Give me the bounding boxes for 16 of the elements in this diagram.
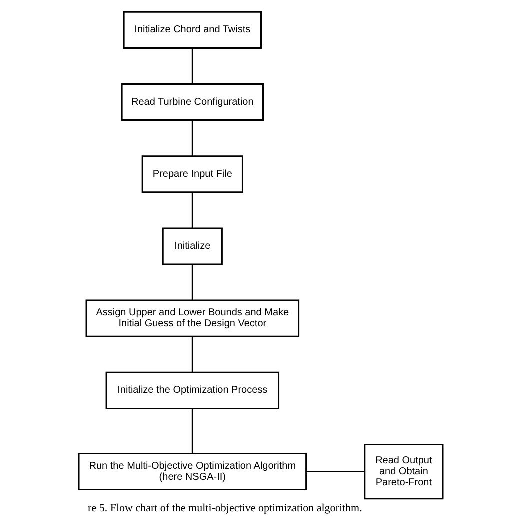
connector <box>191 264 193 300</box>
node-box: Prepare Input File <box>141 156 243 194</box>
node-box: Run the Multi-Objective Optimization Algorithm (here NSGA-II) <box>78 453 307 491</box>
node-box: Initialize Chord and Twists <box>122 11 262 49</box>
connector <box>191 192 193 228</box>
connector <box>191 120 193 156</box>
connector <box>191 48 193 84</box>
node-box: Initialize the Optimization Process <box>105 372 280 410</box>
node-box: Read Turbine Configuration <box>120 84 264 122</box>
connector <box>191 336 193 373</box>
connector <box>191 408 193 454</box>
connector <box>306 471 364 473</box>
node-box: Assign Upper and Lower Bounds and Make Initial Guess of the Design Vector <box>85 300 300 338</box>
node-box: Initialize <box>162 228 222 266</box>
caption: re 5. Flow chart of the multi-objective optimization algorithm. <box>88 502 362 515</box>
node-box: Read Output and Obtain Pareto-Front <box>364 444 444 500</box>
